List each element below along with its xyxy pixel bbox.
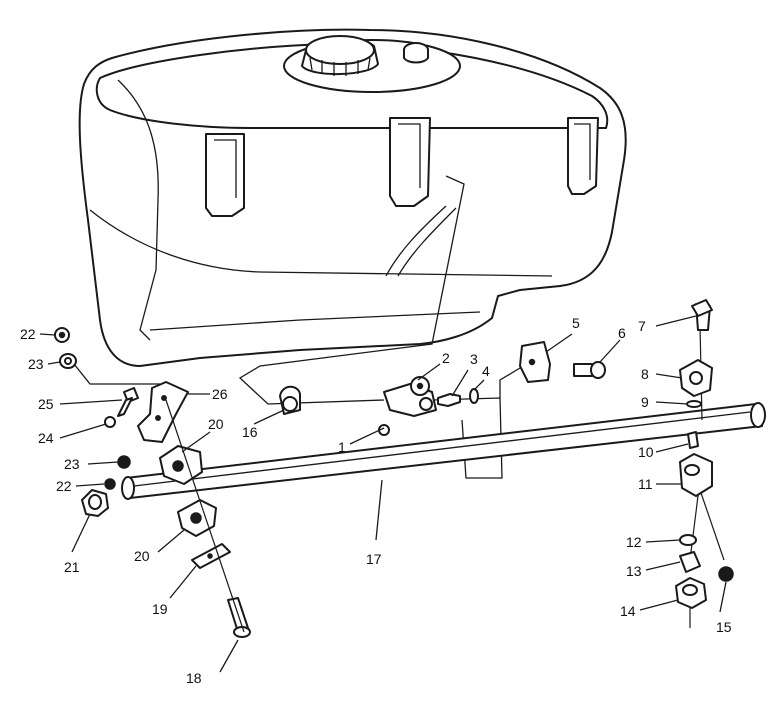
- bolt-icon: [117, 387, 139, 417]
- callout-6: 6: [618, 325, 626, 341]
- callout-8: 8: [641, 366, 649, 382]
- nipple-icon: [437, 393, 461, 407]
- callout-13: 13: [626, 563, 642, 579]
- bracket-icon: [191, 543, 231, 569]
- bolt-icon: [573, 361, 606, 379]
- callout-17: 17: [366, 551, 382, 567]
- bolt-icon: [691, 299, 713, 331]
- callout-14: 14: [620, 603, 636, 619]
- nut-icon: [104, 455, 131, 490]
- callout-2: 2: [442, 350, 450, 366]
- clamp-icon: [679, 453, 713, 497]
- callout-20-top: 20: [208, 416, 224, 432]
- nut-icon: [718, 566, 734, 582]
- filler-cap-icon: [301, 35, 429, 76]
- clamp-icon: [519, 341, 551, 383]
- pipe-icon: [121, 402, 766, 500]
- bolt-icon: [81, 489, 109, 517]
- clamp-icon: [679, 359, 713, 397]
- callout-1: 1: [338, 439, 346, 455]
- callout-19: 19: [152, 601, 168, 617]
- callout-25: 25: [38, 396, 54, 412]
- callout-26: 26: [212, 386, 228, 402]
- callout-16: 16: [242, 424, 258, 440]
- callout-20-bottom: 20: [134, 548, 150, 564]
- fuel-tank-icon: [78, 28, 627, 367]
- callout-10: 10: [638, 444, 654, 460]
- nut-icon: [675, 577, 707, 609]
- fitting-icon: [679, 551, 701, 573]
- callout-18: 18: [186, 670, 202, 686]
- callout-9: 9: [641, 394, 649, 410]
- washer-icon: [469, 388, 479, 404]
- callout-5: 5: [572, 315, 580, 331]
- nut-icon: [54, 327, 70, 343]
- leader-lines: [39, 315, 727, 673]
- washer-icon: [59, 353, 77, 369]
- callout-12: 12: [626, 534, 642, 550]
- callout-7: 7: [638, 318, 646, 334]
- callout-23-top: 23: [28, 356, 44, 372]
- nipple-icon: [687, 431, 699, 449]
- washer-icon: [104, 416, 116, 428]
- washer-icon: [679, 534, 697, 546]
- valve-icon: [383, 376, 437, 417]
- clamp-icon: [279, 385, 301, 415]
- callout-3: 3: [470, 351, 478, 367]
- callout-4: 4: [482, 363, 490, 379]
- callout-22-top: 22: [20, 326, 36, 342]
- callout-23-bottom: 23: [64, 456, 80, 472]
- callout-24: 24: [38, 430, 54, 446]
- callout-22-bottom: 22: [56, 478, 72, 494]
- callout-21: 21: [64, 559, 80, 575]
- bracket-icon: [137, 381, 189, 443]
- callout-labels: 1 2 3 4 5 6 7 8 9 10 11 12 13 14 15 16 1…: [20, 315, 732, 686]
- callout-11: 11: [638, 476, 653, 492]
- washer-icon: [686, 400, 702, 408]
- callout-15: 15: [716, 619, 732, 635]
